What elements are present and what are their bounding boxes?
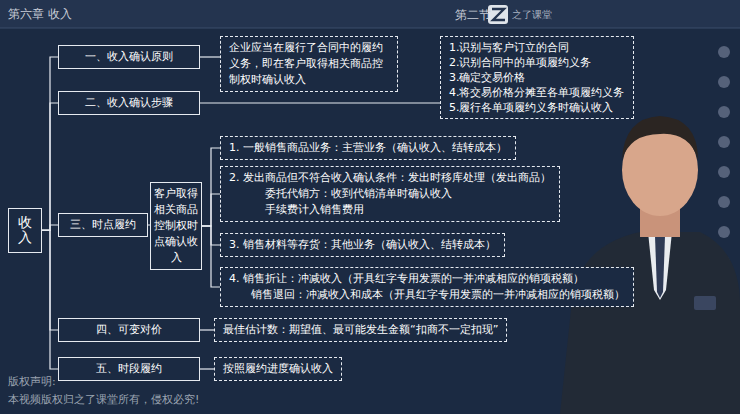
detail-box: 2. 发出商品但不符合收入确认条件：发出时移库处理（发出商品）委托代销方：收到代… [220, 166, 560, 222]
node-text: 四、可变对价 [67, 322, 191, 338]
copyright-heading: 版权声明: [8, 374, 56, 389]
node-text: 2. 发出商品但不符合收入确认条件：发出时移库处理（发出商品） [229, 170, 551, 186]
tree-connector [202, 194, 220, 226]
section-box: 三、时点履约 [58, 213, 148, 237]
detail-box: 3. 销售材料等存货：其他业务（确认收入、结转成本） [220, 233, 505, 257]
copyright-note: 本视频版权归之了课堂所有，侵权必究! [8, 392, 199, 407]
node-text: 收入 [18, 215, 32, 246]
chapter-title: 第六章 收入 [8, 6, 72, 23]
step-list-box: 1.识别与客户订立的合同2.识别合同中的单项履约义务3.确定交易价格4.将交易价… [440, 36, 634, 119]
node-text: 2.识别合同中的单项履约义务 [449, 55, 625, 70]
node-text: 企业应当在履行了合同中的履约义务，即在客户取得相关商品控制权时确认收入 [229, 40, 389, 88]
node-text: 手续费计入销售费用 [229, 202, 551, 218]
tree-connector [42, 103, 58, 230]
node-text: 4. 销售折让：冲减收入（开具红字专用发票的一并冲减相应的销项税额） [229, 271, 625, 287]
top-rule [0, 28, 740, 29]
tree-connector [202, 226, 220, 287]
tree-connector [42, 57, 58, 230]
tree-connector [200, 102, 440, 103]
condition-box: 客户取得相关商品控制权时点确认收入 [150, 182, 202, 270]
section-box: 五、时段履约 [58, 357, 200, 381]
tree-connector [200, 56, 220, 57]
detail-box: 企业应当在履行了合同中的履约义务，即在客户取得相关商品控制权时确认收入 [220, 36, 398, 92]
node-text: 销售退回：冲减收入和成本（开具红字专用发票的一并冲减相应的销项税额） [229, 287, 625, 303]
section-box: 四、可变对价 [58, 318, 200, 342]
tree-connector [200, 368, 214, 369]
node-text: 五、时段履约 [67, 361, 191, 377]
detail-box: 4. 销售折让：冲减收入（开具红字专用发票的一并冲减相应的销项税额）销售退回：冲… [220, 267, 634, 307]
node-text: 1.识别与客户订立的合同 [449, 40, 625, 55]
node-text: 一、收入确认原则 [67, 49, 191, 65]
lecturer-figure [560, 116, 740, 414]
node-text: 5.履行各单项履约义务时确认收入 [449, 100, 625, 115]
node-text: 3. 销售材料等存货：其他业务（确认收入、结转成本） [229, 237, 496, 253]
node-text: “扣商不一定扣现” [410, 322, 498, 338]
tree-connector [200, 329, 214, 330]
section-number: 第二节 [455, 7, 491, 24]
detail-box: 按照履约进度确认收入 [214, 357, 342, 381]
section-box: 一、收入确认原则 [58, 45, 200, 69]
node-text: 3.确定交易价格 [449, 70, 625, 85]
top-bar [0, 0, 740, 28]
node-text: 委托代销方：收到代销清单时确认收入 [229, 186, 551, 202]
node-text: 最佳估计数：期望值、最可能发生金额 [223, 322, 410, 338]
tree-connector [42, 225, 58, 230]
node-text: 客户取得相关商品控制权时点确认收入 [153, 186, 199, 266]
logo-z [492, 9, 505, 20]
section-box: 二、收入确认步骤 [58, 91, 200, 115]
detail-box: 最佳估计数：期望值、最可能发生金额“扣商不一定扣现” [214, 318, 507, 342]
tree-connector [42, 230, 58, 369]
node-text: 1. 一般销售商品业务：主营业务（确认收入、结转成本） [229, 140, 507, 156]
logo-text: 之了课堂 [512, 8, 552, 22]
tree-connector [202, 148, 220, 226]
node-text: 三、时点履约 [67, 217, 139, 233]
root-box: 收入 [8, 208, 42, 253]
node-text: 4.将交易价格分摊至各单项履约义务 [449, 85, 625, 100]
node-text: 按照履约进度确认收入 [223, 361, 333, 377]
detail-box: 1. 一般销售商品业务：主营业务（确认收入、结转成本） [220, 136, 516, 160]
logo-mark [488, 5, 508, 24]
node-text: 二、收入确认步骤 [67, 95, 191, 111]
